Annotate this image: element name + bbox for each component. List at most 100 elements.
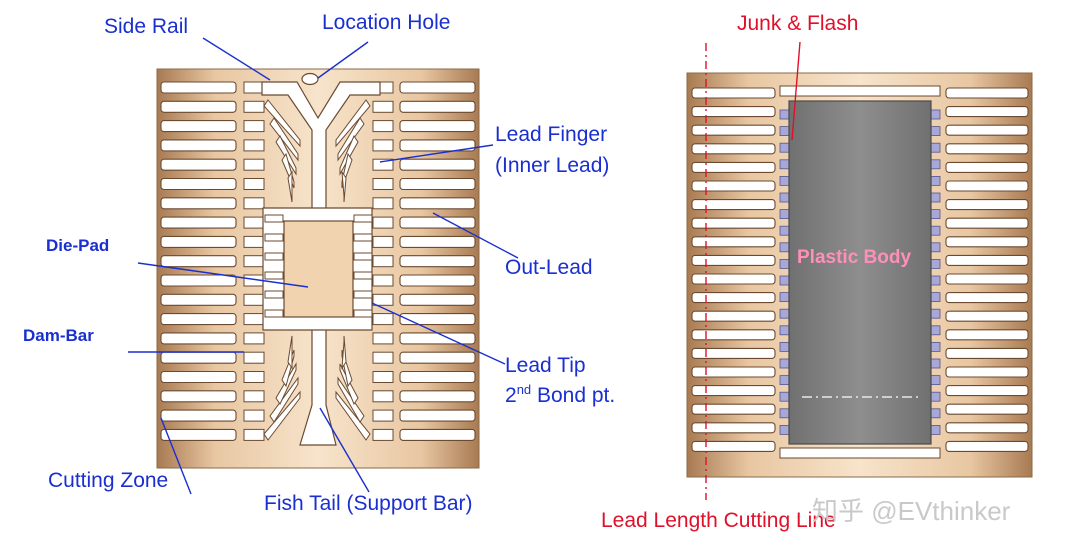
out-lead-slot [160, 216, 237, 229]
out-lead-slot [691, 124, 776, 136]
left-lead-frame [156, 68, 480, 469]
dam-bar-slot [372, 351, 394, 364]
left-out-lead-slots [160, 81, 476, 441]
out-lead-slot [399, 255, 476, 268]
dam-bar-slot [372, 120, 394, 133]
out-lead-slot [691, 366, 776, 378]
out-lead-slot [945, 254, 1029, 266]
lead-finger-slot [269, 117, 299, 162]
label-side-rail: Side Rail [104, 15, 188, 38]
out-lead-slot [691, 310, 776, 322]
out-lead-slot [160, 255, 237, 268]
out-lead-slot [691, 143, 776, 155]
lead-finger-slot [263, 99, 301, 148]
label-inner-lead: (Inner Lead) [495, 154, 609, 177]
out-lead-slot [399, 139, 476, 152]
out-lead-slot [160, 428, 237, 441]
label-die-pad: Die-Pad [46, 236, 109, 255]
leader-side-rail [202, 37, 271, 81]
label-location-hole: Location Hole [322, 11, 450, 34]
out-lead-slot [399, 428, 476, 441]
dam-bar-slot [243, 351, 265, 364]
leader-location-hole [317, 41, 369, 79]
out-lead-slot [945, 217, 1029, 229]
lead-finger-slot [353, 309, 373, 318]
out-lead-slot [945, 385, 1029, 397]
lead-finger-slot [335, 99, 371, 148]
out-lead-slot [691, 347, 776, 359]
out-lead-slot [945, 161, 1029, 173]
out-lead-slot [399, 274, 476, 287]
top-fan-slots [261, 81, 381, 216]
label-out-lead: Out-Lead [505, 256, 593, 279]
out-lead-slot [399, 158, 476, 171]
out-lead-slot [945, 180, 1029, 192]
lead-finger-slot [264, 252, 284, 261]
out-lead-slot [945, 236, 1029, 248]
out-lead-slot [691, 217, 776, 229]
lead-finger-slot [264, 271, 284, 280]
out-lead-slot [160, 390, 237, 403]
dam-bar-slot [243, 313, 265, 326]
dam-bar-slot [243, 158, 265, 171]
out-lead-slot [945, 199, 1029, 211]
out-lead-slot [160, 235, 237, 248]
out-lead-slot [945, 292, 1029, 304]
label-cutting-line: Lead Length Cutting Line [601, 509, 836, 532]
leader-lead-tip [371, 302, 506, 365]
out-lead-slot [945, 403, 1029, 415]
out-lead-slot [160, 177, 237, 191]
lead-finger-slot [353, 252, 373, 261]
out-lead-slot [160, 139, 237, 152]
dam-bar-slot [243, 197, 265, 210]
label-junk-flash: Junk & Flash [737, 12, 858, 35]
out-lead-slot [945, 347, 1029, 359]
out-lead-slot [945, 273, 1029, 285]
out-lead-slot [160, 293, 237, 306]
dam-bar-slot [372, 100, 394, 113]
lead-fingers [263, 99, 373, 441]
out-lead-slot [160, 120, 237, 133]
dam-bar-slot [243, 139, 265, 152]
dam-bar-slot [243, 120, 265, 133]
dam-bar-slot [372, 409, 394, 422]
out-lead-slot [691, 180, 776, 192]
out-lead-slot [691, 199, 776, 211]
lead-finger-slot [264, 214, 284, 223]
out-lead-slot [945, 106, 1029, 118]
dam-bar-slot [372, 255, 394, 268]
out-lead-slot [399, 332, 476, 345]
label-lead-finger: Lead Finger [495, 123, 607, 146]
dam-bar-slot [372, 235, 394, 248]
label-bond-pt: 2nd Bond pt. [505, 382, 615, 407]
lead-finger-slot [353, 214, 373, 223]
label-dam-bar: Dam-Bar [23, 326, 94, 345]
out-lead-slot [399, 409, 476, 422]
out-lead-slot [160, 81, 237, 94]
dam-bar-slot [243, 371, 265, 383]
out-lead-slot [160, 313, 237, 326]
dam-bar-slot [243, 216, 265, 229]
out-lead-slot [945, 422, 1029, 434]
out-lead-slot [399, 370, 476, 384]
watermark: 知乎 @EVthinker [812, 496, 1011, 526]
out-lead-slot [691, 87, 776, 99]
out-lead-slot [160, 332, 237, 345]
out-lead-slot [399, 177, 476, 191]
dam-bar-slot [372, 216, 394, 229]
out-lead-slot [691, 422, 776, 434]
out-lead-slot [160, 351, 237, 364]
out-lead-slot [691, 254, 776, 266]
leader-junk-flash [791, 41, 801, 141]
out-lead-slot [399, 81, 476, 94]
out-lead-slot [399, 293, 476, 306]
label-cutting-zone: Cutting Zone [48, 469, 168, 492]
dam-bar-slot [243, 235, 265, 248]
lead-finger-slot [341, 335, 347, 370]
lead-finger-slot [287, 170, 293, 203]
out-lead-slot [399, 235, 476, 248]
out-lead-slot [399, 100, 476, 113]
out-lead-slot [945, 310, 1029, 322]
plastic-body [788, 100, 932, 445]
dam-bar-slot [372, 332, 394, 345]
